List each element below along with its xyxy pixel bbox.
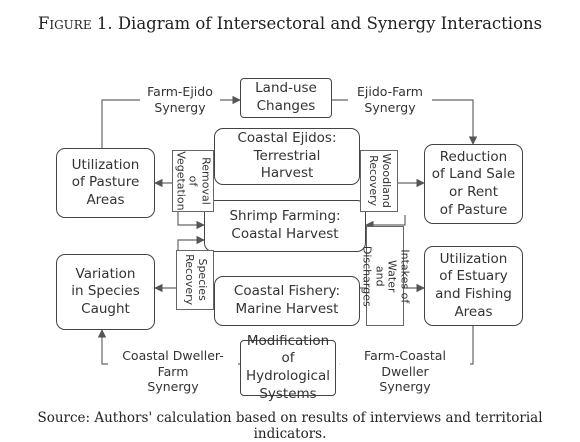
node-reduction-of-land-sale: Reduction of Land Sale or Rent of Pastur… xyxy=(424,144,523,224)
label-intakes-of-water: Intakes of Water and Discharges xyxy=(360,226,411,326)
node-shrimp-farming: Shrimp Farming: Coastal Harvest xyxy=(204,200,366,252)
label-species-recovery: Species Recovery xyxy=(176,250,214,310)
node-coastal-ejidos: Coastal Ejidos: Terrestrial Harvest xyxy=(214,128,360,185)
figure-title-text: Diagram of Intersectoral and Synergy Int… xyxy=(117,14,543,33)
node-variation-in-species-caught: Variation in Species Caught xyxy=(56,254,155,330)
node-utilization-of-estuary: Utilization of Estuary and Fishing Areas xyxy=(424,246,523,326)
label-woodland-recovery: Woodland Recovery xyxy=(360,150,398,212)
label-farm-coastal-dweller-synergy: Farm-Coastal Dweller Synergy xyxy=(340,348,470,395)
label-removal-of-vegetation: Removal of Vegetation xyxy=(172,150,214,212)
figure-label: Figure 1. xyxy=(37,14,113,33)
arrow-woodland-to-shrimp xyxy=(365,215,406,230)
label-coastal-dweller-farm-synergy: Coastal Dweller-Farm Synergy xyxy=(108,348,238,395)
node-coastal-fishery: Coastal Fishery: Marine Harvest xyxy=(214,276,360,326)
node-utilization-of-pasture-areas: Utilization of Pasture Areas xyxy=(56,148,155,218)
node-land-use-changes: Land-use Changes xyxy=(240,78,332,118)
figure-title: Figure 1. Diagram of Intersectoral and S… xyxy=(0,14,580,33)
node-modification-of-hydrological-systems: Modification of Hydrological Systems xyxy=(240,333,336,402)
label-farm-ejido-synergy: Farm-Ejido Synergy xyxy=(140,84,220,116)
source-note: Source: Authors' calculation based on re… xyxy=(37,410,543,442)
label-ejido-farm-synergy: Ejido-Farm Synergy xyxy=(348,84,432,116)
